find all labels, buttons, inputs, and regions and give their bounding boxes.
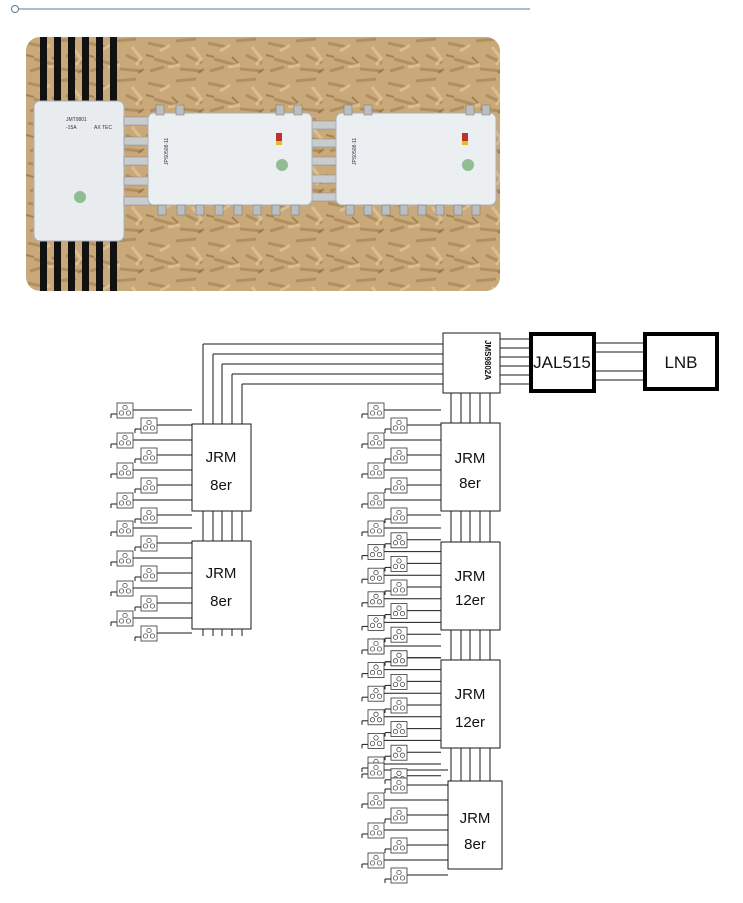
socket-icon — [367, 615, 385, 631]
socket-icon — [367, 792, 385, 809]
amplifier-box: JAL515 — [529, 332, 596, 393]
jrm-box: JRM 8er — [447, 780, 503, 870]
socket-icon — [390, 697, 408, 714]
socket-icon — [140, 417, 158, 434]
socket-icon — [390, 721, 408, 737]
unit-brand-label: AX TEC — [94, 125, 112, 131]
wires — [110, 338, 645, 883]
socket-icon — [390, 579, 408, 596]
socket-icon — [367, 402, 385, 419]
socket-icon — [140, 507, 158, 524]
jrm-box: JRM 8er — [191, 540, 252, 630]
socket-icon — [367, 638, 385, 655]
socket-group — [116, 402, 408, 884]
jrm-box: JRM 12er — [440, 659, 501, 749]
jrm-size: 12er — [455, 592, 485, 609]
socket-icon — [390, 837, 408, 854]
wiring-diagram: LNB JAL515 JMS9802A JRM 8er JRM 8er JRM … — [110, 332, 719, 884]
socket-icon — [367, 662, 385, 678]
jrm-size: 8er — [210, 593, 232, 610]
jrm-name: JRM — [455, 568, 486, 585]
socket-icon — [390, 417, 408, 434]
unit-suffix-label: -15A — [66, 125, 77, 131]
lnb-label: LNB — [664, 353, 697, 372]
jrm-box: JRM 12er — [440, 541, 501, 631]
socket-icon — [390, 507, 408, 524]
socket-icon — [367, 852, 385, 869]
socket-icon — [116, 492, 134, 509]
socket-icon — [367, 567, 385, 584]
jrm-box: JRM 8er — [191, 423, 252, 512]
amplifier-label: JAL515 — [533, 353, 591, 372]
socket-icon — [367, 462, 385, 479]
socket-icon — [390, 477, 408, 494]
socket-icon — [140, 447, 158, 464]
socket-icon — [390, 603, 408, 619]
jrm-size: 8er — [210, 477, 232, 494]
socket-icon — [367, 591, 385, 608]
socket-icon — [116, 462, 134, 479]
jrm-size: 12er — [455, 714, 485, 731]
socket-icon — [390, 556, 408, 572]
jrm-name: JRM — [206, 565, 237, 582]
unit-model-label: JPS0508-11 — [352, 138, 358, 165]
socket-icon — [140, 477, 158, 494]
socket-icon — [390, 807, 408, 824]
socket-icon — [140, 535, 158, 552]
socket-icon — [367, 492, 385, 509]
socket-icon — [390, 744, 408, 761]
product-photo: JMT9801 -15A AX TEC JPS0508-11 JPS0508-1… — [26, 37, 500, 291]
receiver-module-unit — [147, 112, 313, 206]
socket-icon — [390, 867, 408, 884]
jrm-name: JRM — [455, 686, 486, 703]
socket-icon — [390, 626, 408, 643]
socket-icon — [390, 777, 408, 794]
socket-icon — [116, 402, 134, 419]
socket-icon — [367, 733, 385, 749]
multiswitch-label: JMS9802A — [483, 340, 492, 380]
socket-icon — [140, 625, 158, 642]
jrm-box: JRM 8er — [440, 422, 501, 512]
socket-icon — [367, 520, 385, 537]
socket-icon — [367, 685, 385, 702]
socket-icon — [367, 709, 385, 726]
receiver-module-unit — [335, 112, 497, 206]
socket-icon — [116, 610, 134, 627]
socket-icon — [116, 520, 134, 537]
cables-bottom — [40, 237, 117, 291]
socket-icon — [367, 544, 385, 560]
unit-model-label: JMT9801 — [66, 117, 87, 123]
socket-icon — [140, 595, 158, 612]
multiswitch-unit — [33, 100, 125, 242]
socket-icon — [390, 674, 408, 690]
multiswitch-box: JMS9802A — [442, 332, 501, 394]
jrm-name: JRM — [455, 450, 486, 467]
socket-icon — [390, 650, 408, 667]
jrm-size: 8er — [459, 475, 481, 492]
header-rule — [11, 5, 530, 13]
unit-model-label: JPS0508-11 — [164, 138, 170, 165]
socket-icon — [390, 532, 408, 549]
socket-icon — [116, 432, 134, 449]
socket-icon — [116, 580, 134, 597]
socket-icon — [116, 550, 134, 567]
socket-icon — [367, 432, 385, 449]
socket-icon — [367, 762, 385, 779]
socket-icon — [390, 447, 408, 464]
jrm-name: JRM — [460, 810, 491, 827]
socket-icon — [367, 822, 385, 839]
cables-top — [40, 37, 117, 101]
socket-icon — [140, 565, 158, 582]
lnb-box: LNB — [643, 332, 719, 391]
jrm-size: 8er — [464, 836, 486, 853]
jrm-name: JRM — [206, 449, 237, 466]
